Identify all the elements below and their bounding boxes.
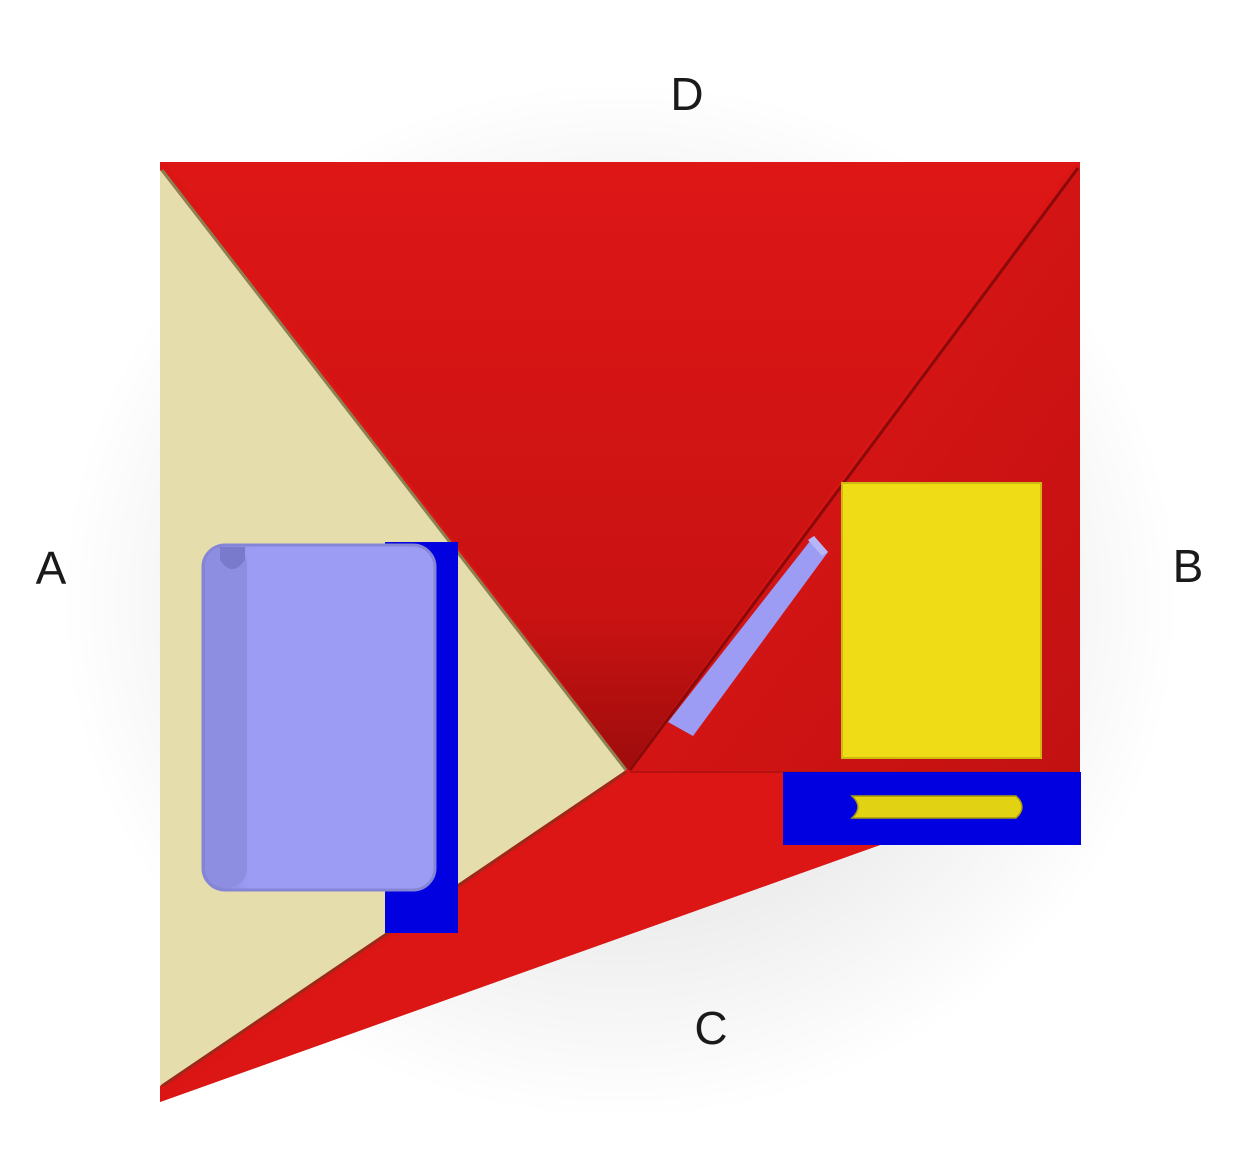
yellow-slot — [850, 795, 1023, 819]
label-d: D — [670, 68, 703, 120]
label-a: A — [36, 542, 67, 594]
seam-a-d — [160, 169, 628, 771]
panel-c — [160, 772, 1080, 1102]
lavender-block — [201, 543, 437, 892]
seam-d-b — [628, 167, 1080, 771]
yellow-block — [841, 482, 1042, 759]
lavender-stick — [668, 536, 828, 736]
panel-d — [165, 162, 1075, 770]
label-c: C — [694, 1002, 727, 1054]
label-b: B — [1173, 540, 1204, 592]
